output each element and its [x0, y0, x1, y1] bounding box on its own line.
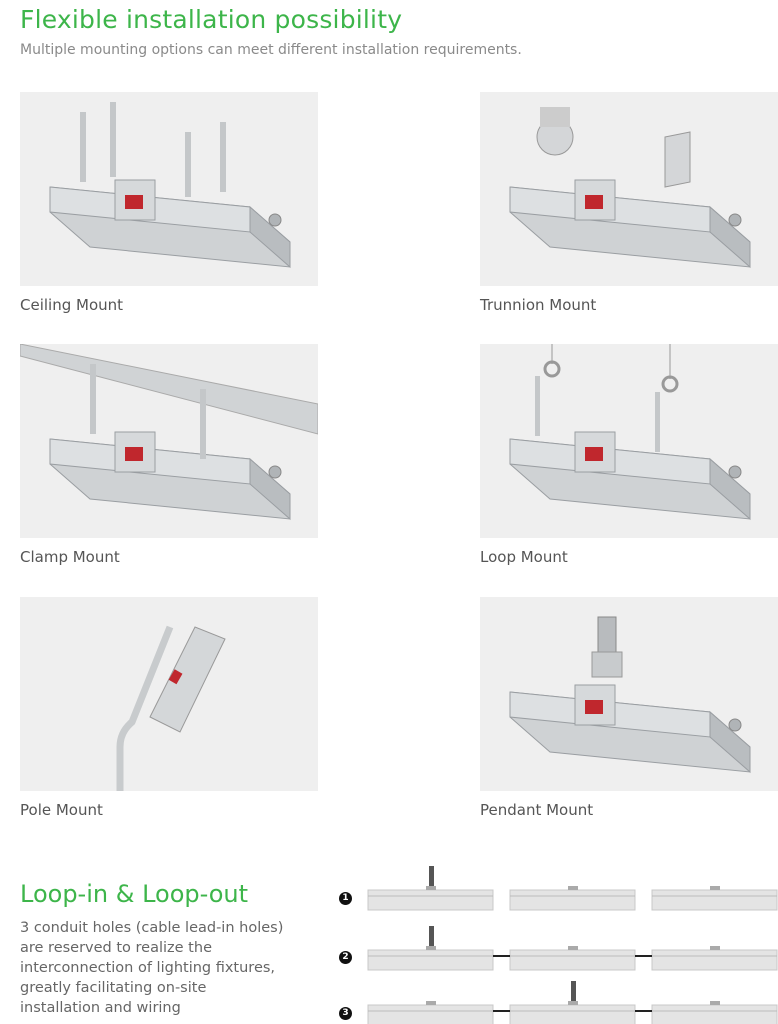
diagram-fixture: [367, 946, 494, 971]
diagram-fixture: [367, 1001, 494, 1024]
loop-section-title: Loop-in & Loop-out: [20, 880, 249, 908]
page-subtitle: Multiple mounting options can meet diffe…: [20, 42, 522, 58]
clamp-mount-illustration: [20, 344, 318, 521]
pendant-mount-image: [480, 597, 778, 791]
diagram-fixture: [651, 946, 778, 971]
fixture-body: [509, 431, 751, 521]
pendant-mount-illustration: [509, 616, 751, 774]
conduit-pipe: [571, 981, 576, 1001]
trunnion-mount-image: [480, 92, 778, 286]
step-number-2: 2: [339, 951, 352, 964]
clamp-mount-image: [20, 344, 318, 538]
pendant-mount-label: Pendant Mount: [480, 801, 594, 819]
pole-mount-image: [20, 597, 318, 791]
loop-wiring-diagram: [367, 866, 778, 1024]
ceiling-mount-label: Ceiling Mount: [20, 296, 124, 314]
pole-mount-illustration: [116, 625, 226, 791]
diagram-fixture: [651, 1001, 778, 1024]
page-title: Flexible installation possibility: [20, 5, 403, 34]
diagram-fixture: [509, 886, 636, 911]
fixture-body: [49, 431, 291, 521]
diagram-fixture: [509, 946, 636, 971]
ceiling-mount-image: [20, 92, 318, 286]
trunnion-mount-label: Trunnion Mount: [480, 296, 597, 314]
diagram-fixture: [367, 886, 494, 911]
diagram-fixture: [509, 1001, 636, 1024]
trunnion-mount-illustration: [509, 107, 751, 269]
diagram-fixture: [651, 886, 778, 911]
fixture-body: [509, 179, 751, 269]
step-number-3: 3: [339, 1007, 352, 1020]
loop-section-description: 3 conduit holes (cable lead-in holes) ar…: [20, 920, 284, 1016]
conduit-pipe: [429, 866, 434, 886]
step-number-1: 1: [339, 892, 352, 905]
fixture-body: [509, 684, 751, 774]
loop-mount-label: Loop Mount: [480, 548, 568, 566]
fixture-body: [49, 179, 291, 269]
loop-mount-illustration: [509, 344, 751, 521]
loop-mount-image: [480, 344, 778, 538]
ceiling-mount-illustration: [49, 102, 291, 269]
clamp-mount-label: Clamp Mount: [20, 548, 120, 566]
pole-mount-label: Pole Mount: [20, 801, 103, 819]
conduit-pipe: [429, 926, 434, 946]
